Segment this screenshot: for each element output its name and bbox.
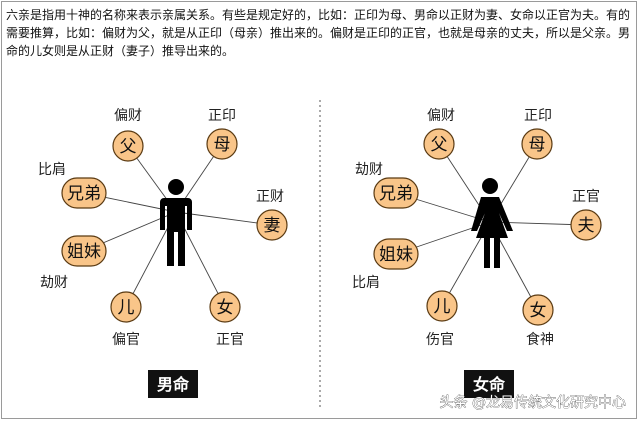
male-node-daughter-role: 正官 (216, 332, 244, 348)
male-node-brother: 兄弟 比肩 (38, 162, 107, 209)
intro-text: 六亲是指用十神的名称来表示亲属关系。有些是规定好的，比如：正印为母、男命以正财为… (6, 8, 631, 58)
female-node-father-role: 偏财 (427, 108, 455, 124)
male-node-mother-name: 母 (214, 135, 231, 155)
female-node-husband-role: 正官 (572, 189, 600, 205)
female-node-daughter: 女 食神 (522, 294, 554, 348)
female-node-father: 父 偏财 (423, 108, 455, 160)
male-node-brother-name: 兄弟 (67, 184, 101, 204)
male-node-father-name: 父 (120, 137, 137, 157)
male-node-wife-role: 正财 (256, 189, 284, 205)
male-node-sister: 姐妹 劫财 (40, 235, 107, 291)
male-chart: 父 偏财 母 正印 兄弟 比肩 妻 正财 姐妹 劫财 儿 偏官 (38, 108, 288, 398)
female-node-brother-role: 劫财 (355, 162, 383, 178)
female-node-brother-name: 兄弟 (379, 184, 413, 204)
female-node-son: 儿 伤官 (426, 290, 458, 348)
male-figure-icon (160, 179, 192, 266)
female-node-mother-name: 母 (529, 135, 546, 155)
watermark-text: 头条 @龙易传统文化研究中心 (440, 394, 626, 411)
female-node-sister-name: 姐妹 (379, 245, 413, 265)
male-node-wife: 妻 正财 (256, 189, 288, 241)
male-node-brother-role: 比肩 (38, 162, 66, 178)
male-node-mother: 母 正印 (206, 108, 238, 160)
male-node-sister-name: 姐妹 (67, 242, 101, 262)
male-node-wife-name: 妻 (264, 216, 281, 236)
female-chart-label-text: 女命 (473, 375, 506, 394)
female-node-daughter-role: 食神 (526, 331, 554, 348)
male-node-sister-role: 劫财 (40, 275, 68, 291)
female-node-father-name: 父 (431, 135, 448, 155)
female-node-husband-name: 夫 (578, 216, 595, 236)
female-chart: 父 偏财 母 正印 兄弟 劫财 夫 正官 姐妹 比肩 儿 伤官 (352, 108, 602, 398)
male-node-son: 儿 偏官 (110, 291, 142, 348)
male-node-father: 父 偏财 (112, 108, 144, 162)
male-node-son-role: 偏官 (112, 332, 140, 348)
female-node-son-name: 儿 (434, 297, 451, 317)
female-node-sister: 姐妹 比肩 (352, 238, 419, 291)
female-node-mother-role: 正印 (524, 108, 552, 124)
female-node-sister-role: 比肩 (352, 275, 380, 291)
female-chart-label: 女命 (464, 370, 514, 398)
male-node-mother-role: 正印 (208, 108, 236, 124)
female-node-husband: 夫 正官 (570, 189, 602, 241)
male-node-son-name: 儿 (118, 298, 135, 318)
female-node-mother: 母 正印 (521, 108, 553, 160)
female-figure-icon (471, 178, 513, 268)
male-chart-label: 男命 (148, 370, 198, 398)
female-node-daughter-name: 女 (530, 301, 547, 321)
female-node-brother: 兄弟 劫财 (355, 162, 419, 209)
male-node-daughter-name: 女 (217, 298, 234, 318)
male-chart-label-text: 男命 (157, 375, 190, 394)
male-node-father-role: 偏财 (114, 108, 142, 124)
female-node-son-role: 伤官 (426, 332, 454, 348)
male-node-daughter: 女 正官 (209, 291, 244, 348)
